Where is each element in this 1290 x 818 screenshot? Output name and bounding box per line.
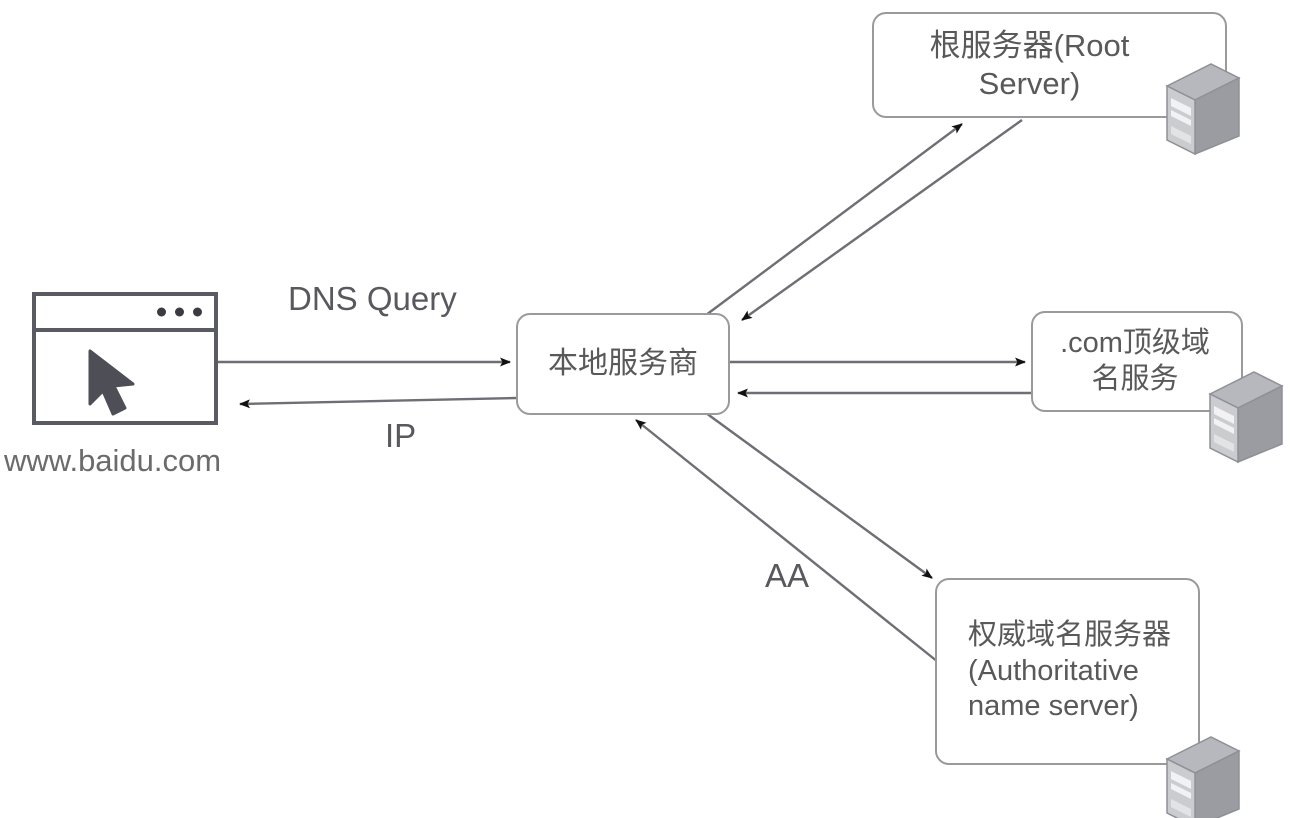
server-icon	[1208, 371, 1284, 464]
edge-authoritative-to-local	[635, 419, 939, 663]
browser-dot	[193, 307, 202, 317]
tld-server-label: .com顶级域 名服务	[1060, 327, 1210, 395]
authoritative-server-label: 权威域名服务器 (Authoritative name server)	[967, 619, 1171, 723]
edge-label-aa: AA	[765, 557, 810, 594]
edge-label-dns-query: DNS Query	[288, 280, 457, 317]
browser-titlebar	[36, 296, 214, 332]
root-server-label: 根服务器(Root Server)	[929, 28, 1130, 101]
tld-server-node[interactable]: .com顶级域 名服务	[1031, 311, 1243, 412]
edge-root-to-local	[741, 119, 1023, 321]
edge-local-to-root	[705, 123, 963, 316]
browser-dot	[175, 307, 184, 317]
cursor-arrow-icon	[88, 349, 135, 416]
edge-label-ip: IP	[385, 417, 417, 454]
browser-dot	[157, 307, 166, 317]
local-resolver-label: 本地服务商	[548, 346, 698, 380]
server-icon	[1165, 736, 1241, 818]
edge-local-to-authoritative	[705, 412, 933, 579]
browser-viewport	[36, 332, 214, 421]
browser-window-icon	[32, 292, 218, 425]
browser-window-dots	[157, 307, 202, 317]
local-resolver-node[interactable]: 本地服务商	[516, 313, 730, 415]
authoritative-server-node[interactable]: 权威域名服务器 (Authoritative name server)	[935, 578, 1200, 765]
server-icon	[1165, 63, 1241, 156]
root-server-node[interactable]: 根服务器(Root Server)	[872, 12, 1227, 118]
edge-local-to-client	[239, 396, 517, 409]
client-url-label: www.baidu.com	[4, 443, 222, 478]
